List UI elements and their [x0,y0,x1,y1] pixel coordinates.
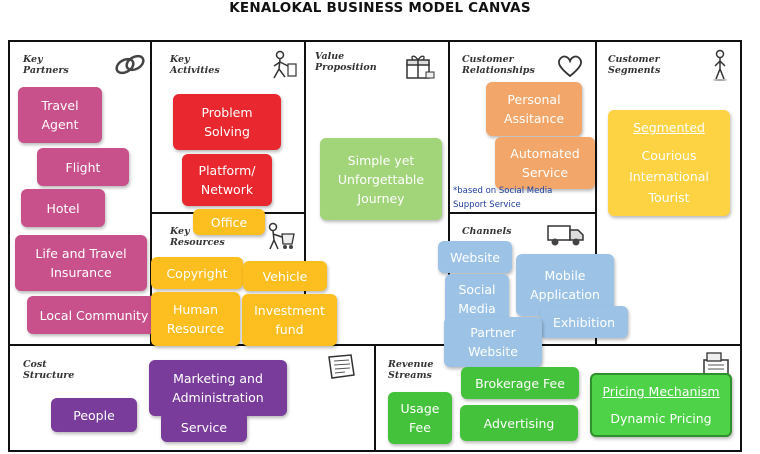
sticky-problem-solving: Problem Solving [173,94,281,150]
sticky-investment-fund: Investment fund [242,294,337,346]
sticky-personal-assistance: Personal Assitance [486,82,582,136]
sticky-advertising: Advertising [460,405,578,441]
person-icon [710,49,730,81]
sticky-website: Website [438,241,512,273]
label-customer-relationships: Customer Relationships [462,54,535,76]
sticky-flight: Flight [37,148,129,186]
grid-line [304,42,306,344]
grid-line [448,212,595,214]
sticky-usage-fee: Usage Fee [388,392,452,444]
grid-line [150,42,152,344]
canvas-title: KENALOKAL BUSINESS MODEL CANVAS [229,0,531,16]
sticky-mobile-application: Mobile Application [516,254,614,316]
segments-body: Courious International Tourist [629,148,709,205]
receipt-icon [323,354,357,380]
sticky-automated-service: Automated Service [495,137,595,189]
pricing-body: Dynamic Pricing [610,411,712,426]
grid-line [374,344,376,450]
truck-icon [546,221,586,249]
sticky-social-media: Social Media [445,274,509,324]
chain-link-icon [114,52,146,78]
sticky-copyright: Copyright [151,257,243,289]
heart-icon [556,54,584,78]
sticky-customer-segments: Segmented Courious International Tourist [608,110,730,216]
pricing-heading: Pricing Mechanism [602,384,720,399]
label-channels: Channels [462,226,512,237]
sticky-service: Service [161,412,247,442]
label-value-proposition: Value Proposition [315,51,377,73]
label-cost-structure: Cost Structure [23,359,75,381]
label-key-resources: Key Resources [170,226,225,248]
sticky-people: People [51,398,137,432]
business-model-canvas: Key Partners Key Activities Key Resource… [8,40,742,452]
worker-cart-icon [264,222,298,252]
sticky-value-proposition: Simple yet Unforgettable Journey [320,138,442,220]
sticky-office: Office [193,209,265,235]
sticky-platform-network: Platform/ Network [182,154,272,206]
sticky-marketing-administration: Marketing and Administration [149,360,287,416]
sticky-vehicle: Vehicle [243,261,327,291]
social-media-support-note: *based on Social Media Support Service [453,186,553,210]
sticky-pricing-mechanism: Pricing Mechanism Dynamic Pricing [590,373,732,437]
sticky-travel-agent: Travel Agent [18,87,102,143]
sticky-life-travel-insurance: Life and Travel Insurance [15,235,147,291]
sticky-human-resource: Human Resource [151,292,240,346]
sticky-hotel: Hotel [21,189,105,227]
grid-line [595,42,597,344]
sticky-local-community: Local Community [27,296,161,334]
gift-box-icon [404,54,436,82]
sticky-exhibition: Exhibition [540,306,628,338]
grid-line [448,42,450,344]
label-revenue-streams: Revenue Streams [388,359,434,381]
sticky-brokerage-fee: Brokerage Fee [461,367,579,399]
label-key-activities: Key Activities [170,54,220,76]
sticky-partner-website: Partner Website [444,317,542,367]
worker-icon [268,50,298,80]
label-customer-segments: Customer Segments [608,54,661,76]
label-key-partners: Key Partners [23,54,69,76]
segments-heading: Segmented [633,120,705,135]
